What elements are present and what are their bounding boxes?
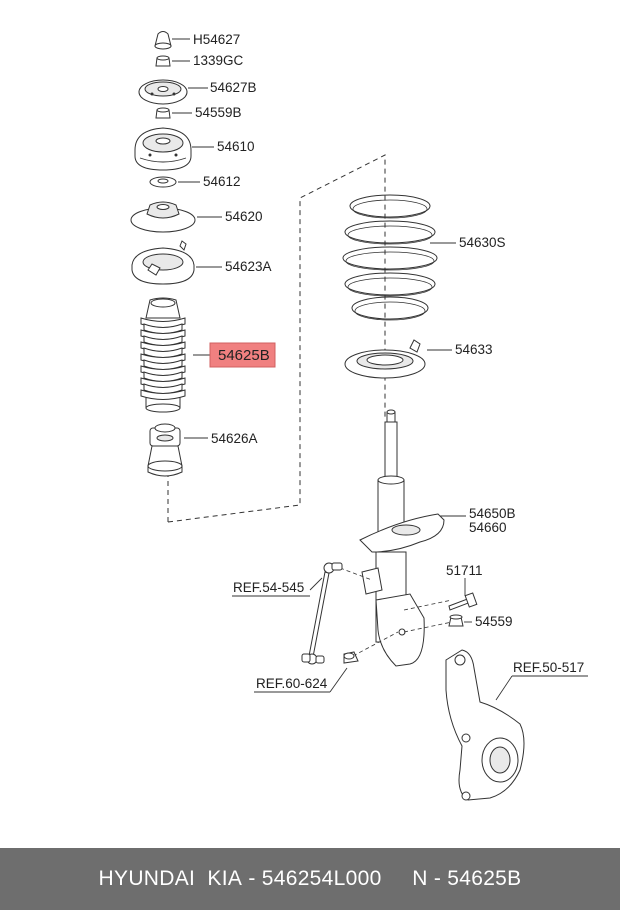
ref-50-517: REF.50-517 <box>513 660 584 675</box>
nut-ref-60-624 <box>343 651 359 664</box>
spring-pad-54633 <box>344 339 426 379</box>
strut-mount-54610 <box>134 127 192 171</box>
knuckle-ref-50-517 <box>445 649 525 801</box>
label-54559b: 54559B <box>195 105 242 120</box>
coil-turn-inner <box>347 225 433 245</box>
coil-turn <box>349 194 431 218</box>
coil-turn-inner <box>347 277 433 297</box>
coil-turn <box>344 272 436 296</box>
label-54633: 54633 <box>455 342 493 357</box>
spring-seat-54623a <box>131 240 195 285</box>
footer-ref-code: 54625B <box>447 867 522 890</box>
nut-54559 <box>448 614 464 627</box>
label-54627b: 54627B <box>210 80 257 95</box>
highlight-box <box>209 342 276 368</box>
footer-brand: HYUNDAI KIA <box>98 867 243 890</box>
stabilizer-link <box>301 562 343 665</box>
label-54650b: 54650B <box>469 506 516 521</box>
exploded-parts-diagram: H54627 1339GC 54627B 54559B 54610 54612 <box>130 31 588 801</box>
label-54612: 54612 <box>203 174 241 189</box>
strut-54650b <box>359 409 445 667</box>
label-54625b: 54625B <box>218 347 270 364</box>
bracket-54627b <box>138 79 188 105</box>
bolt-axis-1 <box>403 599 453 611</box>
bolt-axis-2 <box>403 621 453 633</box>
coil-turn <box>342 246 438 270</box>
part-info-footer: HYUNDAI KIA - 546254L000 N - 54625B <box>0 848 620 910</box>
ref-54-545: REF.54-545 <box>233 580 304 595</box>
label-54623a: 54623A <box>225 259 272 274</box>
link-axis <box>339 567 373 581</box>
nut-1339gc <box>155 55 171 67</box>
label-54660: 54660 <box>469 520 507 535</box>
label-54630s: 54630S <box>459 235 506 250</box>
bolt-51711 <box>448 592 478 611</box>
coil-turn-inner <box>352 199 428 219</box>
footer-part-number: 546254L000 <box>261 867 382 890</box>
label-54610: 54610 <box>217 139 255 154</box>
label-54559: 54559 <box>475 614 513 629</box>
label-h54627: H54627 <box>193 32 240 47</box>
coil-turn <box>351 296 429 320</box>
label-1339gc: 1339GC <box>193 53 244 68</box>
bellows-rings <box>140 317 186 400</box>
coil-spring-54630s <box>342 194 438 321</box>
ref-60-624: REF.60-624 <box>256 676 328 691</box>
coil-turn-inner <box>345 251 435 271</box>
bearing-54620 <box>130 201 196 233</box>
label-54626a: 54626A <box>211 431 258 446</box>
footer-separator-2: N - <box>381 867 448 890</box>
label-54620: 54620 <box>225 209 263 224</box>
cap-h54627 <box>154 31 172 50</box>
bump-stopper-54626a <box>147 423 183 477</box>
bolt-axis-3 <box>352 631 399 657</box>
footer-separator-1: - <box>242 867 262 890</box>
coil-turn-inner <box>354 301 426 321</box>
bellows-ring <box>140 389 186 400</box>
label-51711: 51711 <box>446 563 483 578</box>
coil-turn <box>344 220 436 244</box>
nut-54559b <box>155 107 171 119</box>
washer-54612 <box>149 176 177 188</box>
